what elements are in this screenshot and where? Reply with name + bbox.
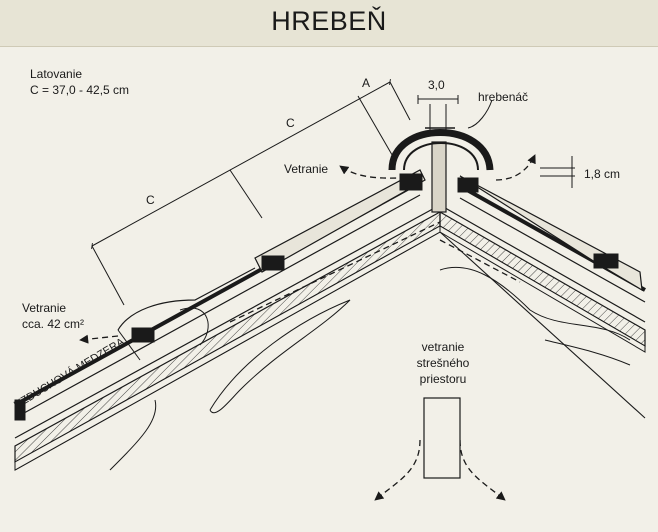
hrebenac-label: hrebenáč <box>478 90 529 104</box>
dim-3-label: 3,0 <box>428 78 445 92</box>
vetranie-left-label: Vetranie <box>22 301 67 315</box>
page-title: HREBEŇ <box>271 6 387 36</box>
latovanie-title-label: Latovanie <box>30 67 83 81</box>
right-rafter <box>439 204 646 353</box>
left-rafter <box>14 204 441 471</box>
title-bar: HREBEŇ <box>0 0 658 47</box>
attic-vent-box <box>423 397 461 479</box>
right-roof-tiles <box>457 175 646 303</box>
vetranie-space-label-2: strešného <box>416 356 470 370</box>
dim-c-lower-label: C <box>146 193 155 207</box>
vetranie-space-label-1: vetranie <box>421 340 465 354</box>
ridge-drawing <box>14 78 646 501</box>
latovanie-value-label: C = 37,0 - 42,5 cm <box>30 83 130 97</box>
wood-grain <box>109 266 631 471</box>
dim-18-label: 1,8 cm <box>584 167 621 181</box>
vetranie-top-label: Vetranie <box>284 162 329 176</box>
airflow-arrows <box>79 154 536 501</box>
vetranie-left-area-label: cca. 42 cm² <box>22 317 85 331</box>
dimension-lines <box>91 78 575 306</box>
left-roof-tiles <box>14 169 426 421</box>
dim-a-label: A <box>362 76 371 90</box>
dim-c-upper-label: C <box>286 116 295 130</box>
vetranie-space-label-3: priestoru <box>419 372 467 386</box>
ridge-cap <box>388 99 494 213</box>
